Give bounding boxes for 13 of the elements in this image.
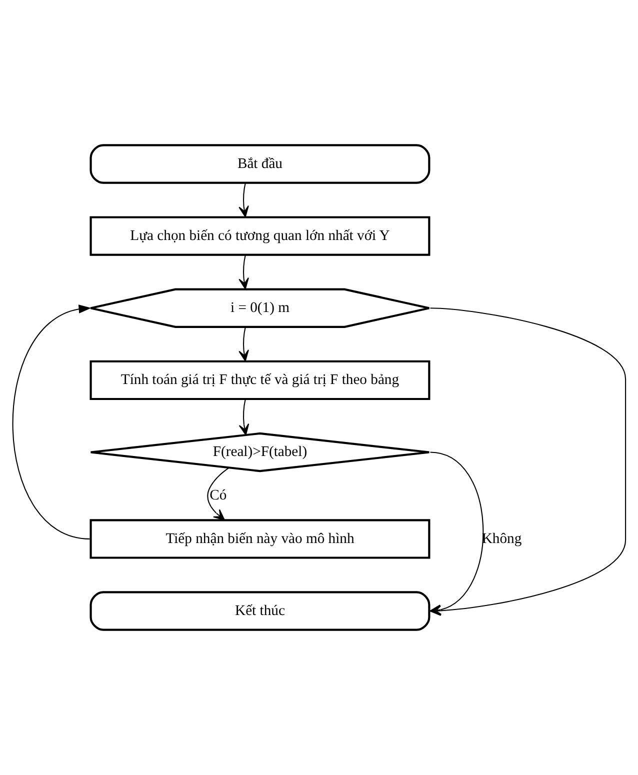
node-box: Tiếp nhận biến này vào mô hình xyxy=(90,519,430,559)
arrow xyxy=(207,467,230,520)
arrow xyxy=(238,182,249,218)
arrow xyxy=(12,304,92,540)
arrow xyxy=(238,327,249,362)
node-diamond: F(real)>F(tabel) xyxy=(90,432,430,472)
arrow xyxy=(238,255,249,290)
arrow xyxy=(238,399,250,436)
node-box: Tính toán giá trị F thực tế và giá trị F theo bảng xyxy=(90,360,430,400)
edge-label: Có xyxy=(210,487,227,504)
node-box: Lựa chọn biến có tương quan lớn nhất với Y xyxy=(90,216,430,256)
node-box: Kết thúc xyxy=(90,591,430,631)
node-box: Bắt đầu xyxy=(90,144,430,184)
